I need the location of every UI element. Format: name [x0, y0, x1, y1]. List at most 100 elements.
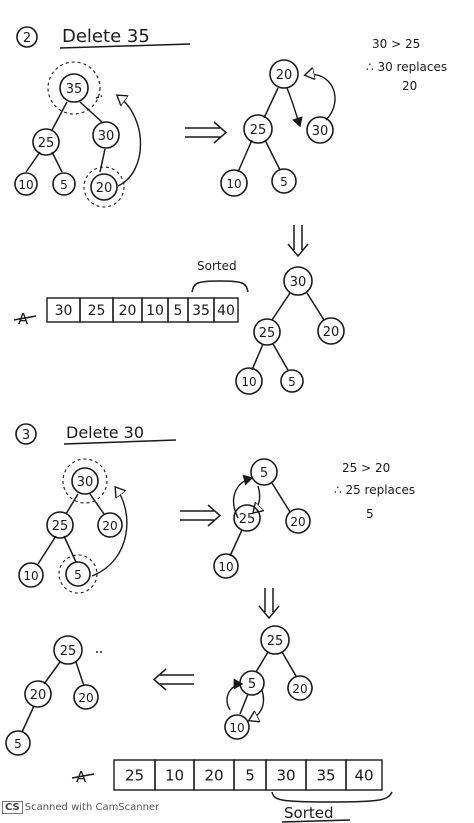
svg-text:30: 30 [77, 475, 94, 490]
step-2-note-line-1: 25 > 20 [342, 461, 390, 475]
tree-node: 35 [59, 73, 89, 103]
step-1-move-arrow [118, 96, 142, 187]
array-cell: 35 [187, 297, 215, 323]
step-1-note-line-2: ∴ 30 replaces [366, 60, 447, 74]
step-2-note-line-3: 5 [366, 507, 374, 521]
tree-node: 10 [213, 553, 239, 579]
step-1-swap-arrow [306, 74, 336, 121]
array-cell: 25 [79, 297, 114, 323]
tree-node: 10 [14, 172, 38, 196]
step-1-note-line-1: 30 > 25 [372, 37, 420, 51]
svg-text:25: 25 [88, 303, 106, 319]
svg-text:30: 30 [276, 766, 295, 784]
tree-node: 25 [243, 114, 273, 144]
tree-node: 20 [269, 59, 299, 89]
step-2-tree-swap-1: 5 25 20 10 [213, 458, 311, 579]
tree-node: 5 [239, 670, 265, 696]
tree-node: 10 [224, 714, 250, 740]
step-2-note: 25 > 20 ∴ 25 replaces 5 [334, 461, 415, 521]
step-2-tree-before: 30 25 20 10 5 [18, 458, 128, 594]
array-cell: 40 [345, 759, 383, 791]
step-2-tree-final: 25 20 20 5 [5, 635, 104, 756]
tree-node: 20 [24, 680, 52, 708]
svg-text:20: 20 [323, 325, 340, 340]
svg-text:20: 20 [78, 691, 93, 705]
svg-text:5: 5 [74, 568, 82, 582]
step-1-note: 30 > 25 ∴ 30 replaces 20 [366, 37, 447, 93]
array-cell: 20 [112, 297, 143, 323]
svg-text:25: 25 [267, 634, 284, 649]
array-cell: 20 [193, 759, 235, 791]
step-2-move-arrow [91, 488, 128, 577]
step-2-tree-swap-2: 25 5 20 10 [224, 625, 313, 740]
svg-text:10: 10 [226, 177, 241, 191]
tree-node: 10 [18, 562, 44, 588]
step-2-note-line-2: ∴ 25 replaces [334, 483, 415, 497]
array-cell: 5 [167, 297, 189, 323]
svg-text:10: 10 [165, 766, 184, 784]
step-1-down-arrow [287, 225, 309, 258]
step-1-tree-after: 30 25 20 10 5 [235, 266, 345, 395]
tree-node: 20 [73, 684, 99, 710]
tree-node: 5 [52, 172, 76, 196]
tree-node: 5 [271, 168, 297, 194]
tree-node: 25 [32, 128, 60, 156]
array-cell: 10 [141, 297, 169, 323]
svg-text:25: 25 [125, 766, 144, 784]
svg-text:25: 25 [60, 644, 77, 659]
svg-text:5: 5 [288, 375, 296, 389]
svg-text:25: 25 [259, 326, 276, 341]
tree-node: 5 [65, 561, 91, 587]
svg-text:25: 25 [38, 136, 55, 151]
svg-text:10: 10 [229, 721, 244, 735]
step-1-title: Delete 35 [62, 26, 150, 47]
step-1-number: 2 [23, 31, 31, 46]
step-1-header: 2 Delete 35 [16, 26, 191, 49]
svg-text:10: 10 [18, 178, 33, 192]
step-1-title-underline [59, 43, 191, 49]
step-1-number-circle [16, 26, 38, 48]
svg-text:5: 5 [14, 737, 22, 751]
step-1-tree-before: 35 25 30 10 5 20 [14, 61, 142, 208]
array-cell: 30 [265, 759, 307, 791]
svg-text:25: 25 [250, 123, 267, 138]
step-2-header: 3 Delete 30 [15, 423, 177, 445]
step-1-note-line-3: 20 [402, 79, 417, 93]
tree-node: 20 [317, 317, 345, 345]
svg-text:30: 30 [55, 303, 73, 319]
step-1-removed-highlight [47, 61, 101, 115]
sorted-brace [191, 280, 249, 293]
step-2-number-circle [15, 423, 37, 445]
tree-node: 5 [280, 369, 304, 393]
tree-node: 30 [306, 116, 334, 144]
svg-text:5: 5 [60, 178, 68, 192]
step-2-number: 3 [22, 428, 30, 443]
step-2-implies-arrow [180, 504, 222, 527]
tree-node: 20 [285, 508, 311, 534]
tree-node: 20 [287, 675, 313, 701]
array-cell: 5 [233, 759, 267, 791]
svg-text:10: 10 [241, 375, 256, 389]
svg-text:10: 10 [146, 303, 164, 319]
step-1-tree-swapped: 20 25 30 10 5 [220, 59, 336, 197]
step-2-left-arrow [152, 668, 194, 691]
tree-node: 5 [5, 730, 31, 756]
scanner-text: Scanned with CamScanner [24, 802, 160, 813]
step-1-last-highlight [83, 166, 125, 208]
svg-text:5: 5 [174, 303, 183, 319]
svg-text:40: 40 [354, 766, 373, 784]
svg-text:20: 20 [102, 519, 117, 533]
tree-node: 10 [235, 367, 263, 395]
tree-node: 25 [253, 318, 281, 346]
tree-node: 30 [71, 467, 99, 495]
tree-node: 20 [90, 173, 118, 201]
step-2-removed-highlight [62, 458, 108, 504]
svg-text:10: 10 [23, 569, 38, 583]
svg-text:30: 30 [290, 275, 307, 290]
array-cell: 40 [213, 297, 239, 323]
svg-text:35: 35 [316, 766, 335, 784]
step-2-title-underline [63, 439, 177, 445]
